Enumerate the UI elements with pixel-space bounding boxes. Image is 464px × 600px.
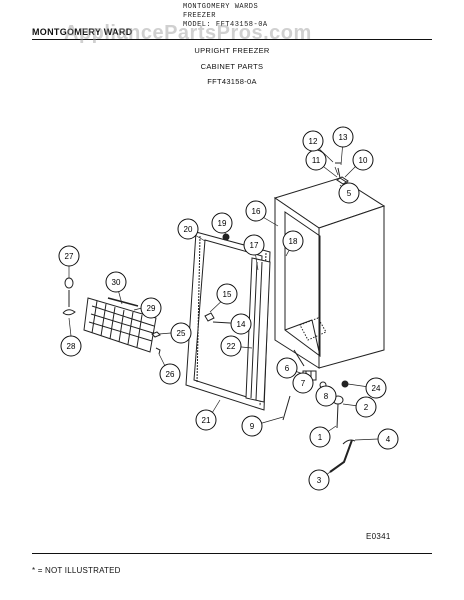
cabinet-shell — [273, 177, 386, 369]
svg-text:10: 10 — [359, 156, 368, 165]
callout-15: 15 — [216, 283, 238, 305]
svg-text:18: 18 — [289, 237, 298, 246]
top-hinge-pin — [337, 167, 341, 179]
top-hinge — [336, 176, 349, 185]
svg-text:20: 20 — [184, 225, 193, 234]
grille-strip — [107, 297, 139, 307]
typed-line-2: FREEZER — [183, 12, 216, 20]
typed-line-3: MODEL: FFT43158-0A — [183, 21, 268, 29]
svg-text:14: 14 — [237, 320, 246, 329]
diagram-code: E0341 — [366, 532, 391, 541]
callout-27: 27 — [58, 245, 80, 267]
callout-8: 8 — [315, 385, 337, 407]
footnote: * = NOT ILLUSTRATED — [32, 566, 121, 575]
callout-bubbles: 1 2 3 4 5 6 7 8 9 10 11 12 13 14 15 16 1… — [58, 126, 399, 491]
callout-1: 1 — [309, 426, 331, 448]
screw-9 — [282, 395, 291, 421]
callout-6: 6 — [276, 357, 298, 379]
svg-text:28: 28 — [67, 342, 76, 351]
callout-29: 29 — [140, 297, 162, 319]
door-stop — [204, 312, 215, 322]
svg-text:12: 12 — [309, 137, 318, 146]
footer-rule — [32, 553, 432, 554]
callout-4: 4 — [377, 428, 399, 450]
front-grille — [83, 297, 157, 353]
svg-text:26: 26 — [166, 370, 175, 379]
svg-text:22: 22 — [227, 342, 236, 351]
callout-12: 12 — [302, 130, 324, 152]
callout-19: 19 — [211, 212, 233, 234]
svg-text:5: 5 — [347, 189, 352, 198]
callout-13: 13 — [332, 126, 354, 148]
svg-text:1: 1 — [318, 433, 323, 442]
model-number: FFT43158-0A — [207, 77, 257, 86]
svg-text:29: 29 — [147, 304, 156, 313]
clip-25 — [151, 331, 161, 338]
svg-text:24: 24 — [372, 384, 381, 393]
callout-9: 9 — [241, 415, 263, 437]
door-gasket — [245, 257, 271, 403]
svg-text:4: 4 — [386, 435, 391, 444]
svg-text:15: 15 — [223, 290, 232, 299]
bottom-hinge-bar — [329, 439, 353, 473]
callout-17: 17 — [243, 234, 265, 256]
hinge-bracket — [342, 439, 356, 445]
callout-30: 30 — [105, 271, 127, 293]
svg-text:11: 11 — [312, 156, 321, 165]
svg-text:6: 6 — [285, 364, 290, 373]
callout-20: 20 — [177, 218, 199, 240]
door-plug — [222, 233, 230, 241]
callout-16: 16 — [245, 200, 267, 222]
svg-text:21: 21 — [202, 416, 211, 425]
callout-2: 2 — [355, 396, 377, 418]
svg-text:2: 2 — [364, 403, 369, 412]
callout-5: 5 — [338, 182, 360, 204]
callout-11: 11 — [305, 149, 327, 171]
callout-26: 26 — [159, 363, 181, 385]
callout-25: 25 — [170, 322, 192, 344]
svg-text:3: 3 — [317, 476, 322, 485]
header-rule — [32, 39, 432, 40]
clip-26 — [155, 347, 161, 355]
section-title: CABINET PARTS — [200, 62, 264, 71]
svg-text:8: 8 — [324, 392, 329, 401]
callout-14: 14 — [230, 313, 252, 335]
callout-18: 18 — [282, 230, 304, 252]
callout-3: 3 — [308, 469, 330, 491]
svg-text:30: 30 — [112, 278, 121, 287]
svg-text:25: 25 — [177, 329, 186, 338]
fastener-27 — [64, 277, 74, 289]
foot-24 — [341, 380, 349, 388]
callout-21: 21 — [195, 409, 217, 431]
callout-22: 22 — [220, 335, 242, 357]
callout-24: 24 — [365, 377, 387, 399]
callout-10: 10 — [352, 149, 374, 171]
callout-7: 7 — [292, 372, 314, 394]
screw-14 — [212, 321, 231, 324]
svg-text:27: 27 — [65, 252, 74, 261]
typed-line-1: MONTGOMERY WARDS — [183, 3, 259, 11]
fastener-28 — [62, 309, 76, 316]
watermark: AppliancePartsPros.com — [64, 22, 312, 44]
callout-28: 28 — [60, 335, 82, 357]
svg-text:13: 13 — [339, 133, 348, 142]
svg-text:19: 19 — [218, 219, 227, 228]
brand-name: MONTGOMERY WARD — [32, 27, 133, 37]
svg-text:9: 9 — [250, 422, 255, 431]
svg-text:16: 16 — [252, 207, 261, 216]
page-title: UPRIGHT FREEZER — [194, 46, 270, 55]
svg-text:7: 7 — [301, 379, 306, 388]
svg-text:17: 17 — [250, 241, 259, 250]
